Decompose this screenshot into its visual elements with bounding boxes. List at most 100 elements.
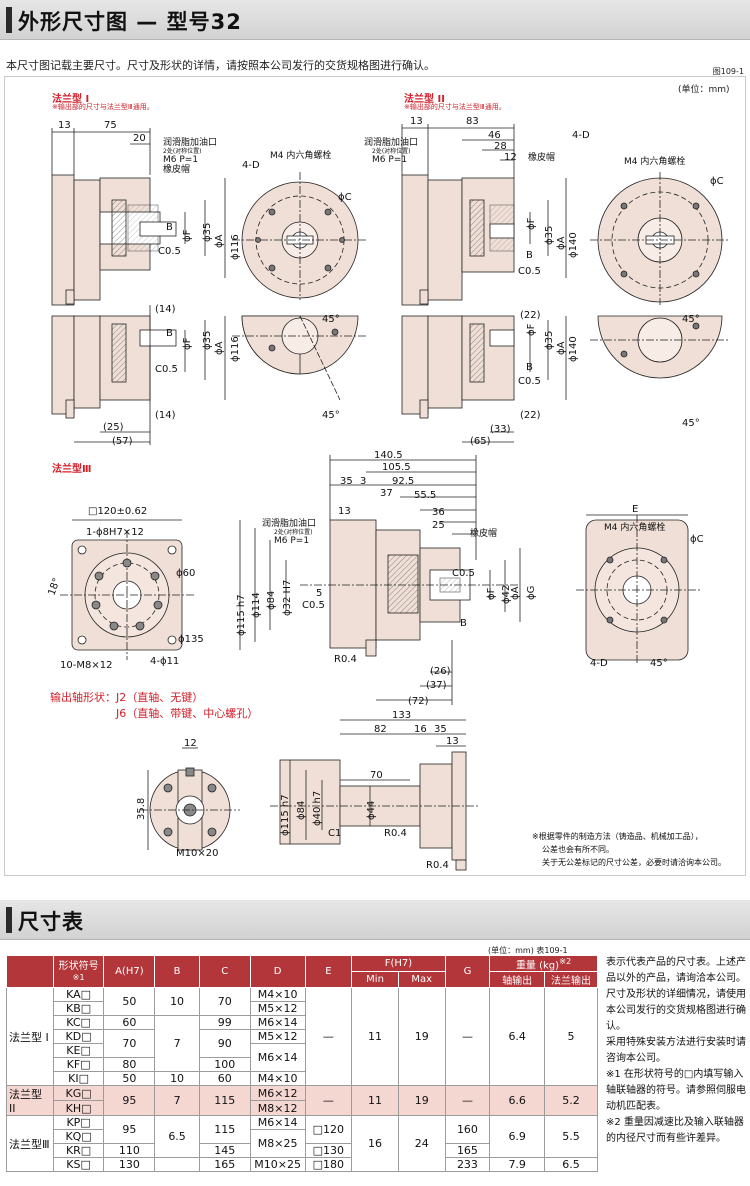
f3-dim-37: 37 [380,488,393,499]
f1-dim-75: 75 [104,120,117,131]
f2-grease-sub: 2处(对称位置) [372,147,411,155]
f3-phi115: ϕ115 h7 [236,594,247,636]
th-shape-label: 形状符号 [58,960,99,972]
cell-c: 145 [198,1143,251,1159]
cell-d: M8×12 [249,1100,306,1117]
cell-c: 100 [198,1057,251,1073]
side-note-5: ※2 重量因减速比及输入联轴器的内径尺寸而有些许差异。 [606,1117,744,1144]
f3-holes2: 10-M8×12 [60,660,112,671]
table-section-title: 尺寸表 [18,910,84,934]
f2-phi140-lower: ϕ140 [568,336,579,362]
flange1-side-view-upper [51,174,177,306]
cell-c: 115 [198,1085,251,1117]
cell-code: KS□ [52,1157,105,1173]
table-row: 法兰型Ⅲ KP□ 95 6.5 115 M6×14 □120 16 24 160… [6,1115,598,1173]
f3-phi135: ϕ135 [178,634,204,645]
side-notes: 表示代表产品的尺寸表。上述产品以外的产品，请询洽本公司。 尺寸及形状的详细情况，… [606,955,746,1147]
f3-dim-37b: (37) [426,680,447,691]
cell-code: KI□ [52,1071,105,1087]
cell-c: 99 [198,1015,251,1031]
f1-c05: C0.5 [158,246,181,257]
group-label: 法兰型Ⅲ [6,1115,54,1173]
f1-b-lower: B [166,328,173,339]
cell-weight-flange: 5.2 [544,1085,598,1117]
intro-text: 本尺寸图记载主要尺寸。尺寸及形状的详情，请按照本公司发行的交货规格图进行确认。 [6,59,435,72]
cell-b: 7 [154,1085,200,1117]
side-note-2: 尺寸及形状的详细情况，请使用本公司发行的交货规格图进行确认。 [606,989,746,1032]
f2-dim-33: (33) [490,424,511,435]
flange1-title: 法兰型 I [52,94,90,105]
shaft-dim-82: 82 [374,724,387,735]
f3-dim-72: (72) [408,696,429,707]
th-f: F(H7) [351,954,446,973]
cell-a: 70 [103,1029,156,1059]
cell-fmin: 11 [351,987,399,1087]
f2-dim-46: 46 [488,130,501,141]
shaft-shapes-line1: 输出轴形状：J2（直轴、无键） [50,691,204,704]
cell-c: 115 [198,1115,251,1145]
mfg-note-line2: 公差也会有所不同。 [542,845,614,854]
cell-d: M6×14 [249,1015,306,1031]
shaft-shapes-line2: J6（直轴、带键、中心螺孔） [116,707,259,720]
shaft-dim-35: 35 [434,724,447,735]
f2-4d: 4-D [572,130,590,141]
shaft-dim-358: 35.8 [136,798,147,820]
cell-g: — [444,987,491,1087]
flange2-side-view-upper [401,174,515,306]
cell-b: 10 [154,1071,200,1087]
flange2-note: ※输出部的尺寸与法兰型Ⅲ通用。 [404,103,506,111]
f2-rubber: 橡皮帽 [528,151,555,163]
cell-weight-shaft: 7.9 [489,1157,546,1173]
f2-dim-28: 28 [494,141,507,152]
f3-dim-35: 35 [340,476,353,487]
th-c: C [198,954,251,989]
th-a: A(H7) [103,954,156,989]
th-weight: 重量 (kg)※2 [489,954,598,973]
flange2-front-view-upper [590,172,730,305]
table-row: KS□ 130 165 M10×25 □180 233 7.9 6.5 [7,1157,598,1173]
f1-m6: M6 P=1 [163,155,198,165]
cell-d: M6×14 [249,1043,306,1073]
cell-weight-shaft: 6.4 [489,987,546,1087]
cell-b: 7 [154,1015,200,1073]
th-shape-mark: ※1 [72,971,85,982]
f2-phi35-lower: ϕ35 [544,331,555,350]
f3-grease-sub: 2处(对称位置) [274,528,313,536]
th-d: D [249,954,306,989]
f3-e: E [632,504,638,515]
flange2-front-view-lower [590,315,730,379]
flange1-side-view-lower [51,315,177,419]
f3-phi-f: ϕF [486,587,497,600]
dimension-table: 形状符号※1 A(H7) B C D E F(H7) G 重量 (kg)※2 M… [6,954,598,1173]
shaft-dim-12: 12 [184,738,197,749]
shaft-phi44: ϕ44 [366,801,377,820]
cell-weight-flange: 5.5 [544,1115,598,1159]
f2-phi-a: ϕA [556,236,567,250]
f3-phi32: ϕ32 H7 [282,580,293,616]
f2-dim-13: 13 [410,116,423,127]
f2-dim-22a: (22) [520,310,541,321]
side-note-3: 采用特殊安装方法进行安装时请咨询本公司。 [606,1037,746,1064]
f1-dim-13: 13 [58,120,71,131]
cell-code: KD□ [52,1029,105,1045]
cell-code: KA□ [52,987,105,1003]
page-title: 外形尺寸图 — 型号32 [18,10,242,34]
f3-five: 5 [316,588,322,599]
f3-dim-1055: 105.5 [382,462,411,473]
side-note-4: ※1 在形状符号的□内填写输入轴联轴器的符号。请参照伺服电动机匹配表。 [606,1069,746,1112]
cell-fmax: 24 [397,1115,446,1173]
f3-holes3: 4-ϕ11 [150,656,179,667]
cell-fmax: 19 [397,1085,446,1117]
shaft-dim-16: 16 [414,724,427,735]
cell-a: 130 [103,1157,156,1173]
cell-code: KF□ [52,1057,105,1073]
f3-phi114: ϕ114 [251,592,262,618]
group-label: 法兰型 II [6,1085,54,1117]
cell-b: 6.5 [154,1115,200,1159]
cell-b: 10 [154,987,200,1017]
shaft-r04b: R0.4 [426,860,449,871]
th-flange-out: 法兰输出 [544,971,598,989]
cell-a: 110 [103,1143,156,1159]
cell-e: — [304,1085,353,1117]
f3-c05: C0.5 [452,568,475,579]
